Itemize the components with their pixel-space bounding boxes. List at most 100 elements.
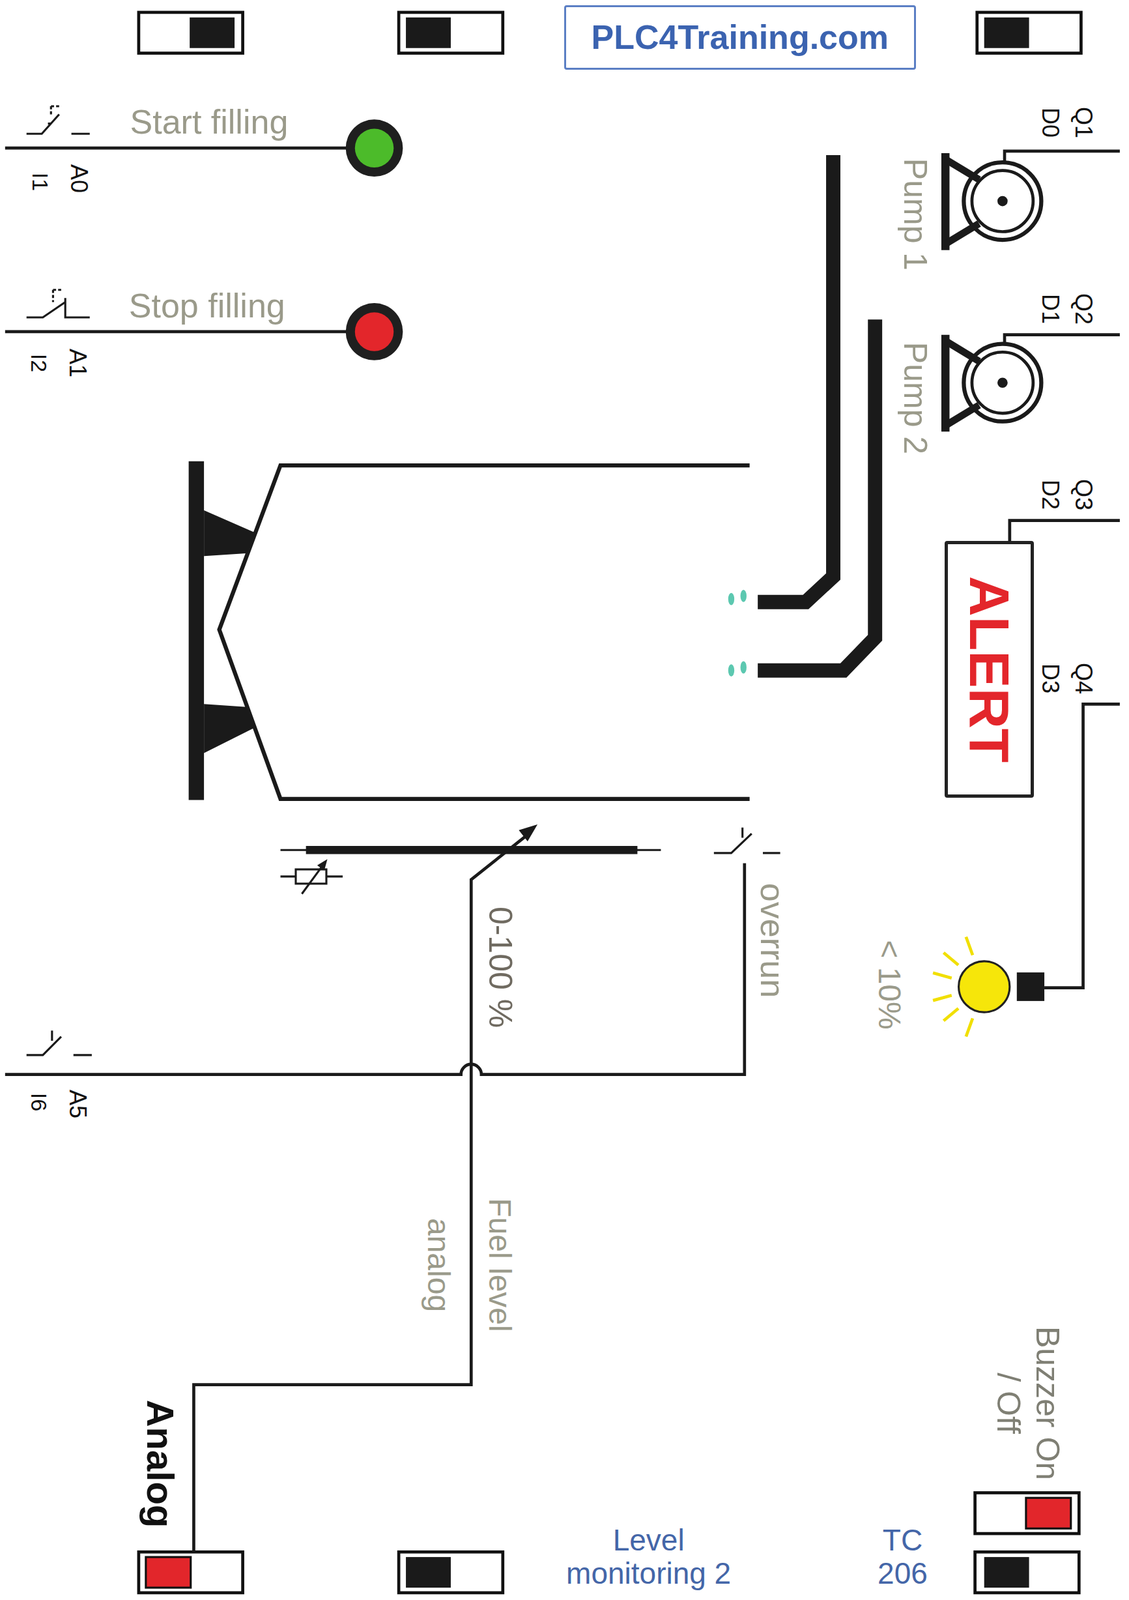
switch-label: Analog [138, 1399, 182, 1528]
mode-switch [977, 12, 1082, 54]
warning-lamp [958, 960, 1010, 1012]
contact-symbol [714, 833, 781, 853]
logo-text: PLC4Training.com [590, 18, 889, 57]
alert-text: ALERT [958, 575, 1021, 763]
start-button [355, 128, 394, 167]
pump-label: Pump 1 [895, 158, 934, 271]
alert-box: ALERT [944, 540, 1034, 799]
mode-switch [189, 17, 235, 49]
pump-symbol [971, 170, 1034, 232]
start-button [345, 119, 404, 177]
input-wire [5, 147, 350, 332]
card-title: Level monitoring 2 [555, 1523, 742, 1589]
terminal-name: A5 [63, 1089, 91, 1118]
mode-switch [398, 1551, 503, 1593]
fuel-drops [740, 661, 747, 674]
analog-wire [518, 824, 538, 842]
terminal-name: D0 [1037, 107, 1064, 138]
sensor-label: overrun [752, 882, 792, 998]
contact-symbol [741, 827, 744, 838]
lamp-label: < 10% [871, 939, 908, 1029]
analog-switch [138, 1551, 243, 1593]
stop-button [345, 302, 404, 361]
terminal-name: Q2 [1069, 293, 1097, 325]
contact-symbol [26, 114, 90, 134]
contact-symbol [50, 1029, 53, 1041]
level-potentiometer [317, 858, 328, 870]
terminal-name: D1 [1037, 293, 1064, 324]
mode-switch [398, 12, 503, 54]
fuel-drops [728, 592, 735, 606]
terminal-name: D2 [1037, 479, 1064, 510]
buzzer-switch [975, 1491, 1080, 1533]
pump-symbol [1004, 151, 1120, 164]
output-wire [1044, 703, 1120, 987]
card-number: TC 206 [869, 1523, 936, 1589]
warning-lamp [932, 936, 973, 1036]
mode-switch [975, 1551, 1080, 1593]
fuel-drops [728, 589, 747, 677]
pump-symbol [945, 340, 980, 426]
mode-switch [138, 12, 243, 54]
input-wire [5, 146, 350, 150]
tank [188, 461, 204, 801]
mode-switch [977, 12, 1082, 54]
terminal-name: A0 [65, 164, 92, 193]
range-label: 0-100 % [480, 906, 519, 1028]
terminal-name: I1 [27, 171, 53, 191]
warning-lamp [943, 1007, 959, 1021]
signal-label: Fuel level analog [408, 1177, 531, 1353]
terminal-name: Q1 [1069, 106, 1097, 139]
contact-symbol [48, 106, 60, 124]
buzzer-switch [1026, 1497, 1072, 1528]
pump-symbol [997, 377, 1008, 388]
overrun-wire [5, 863, 745, 1075]
fill-pipe [757, 155, 834, 602]
mode-switch [984, 17, 1030, 49]
mode-switch [398, 12, 503, 54]
fill-pipe [757, 155, 875, 671]
fill-pipe [757, 319, 875, 671]
terminal-name: Q3 [1069, 478, 1097, 511]
level-potentiometer [306, 845, 638, 855]
tank [203, 703, 255, 753]
fuel-drops [728, 663, 735, 677]
terminal-name: I6 [26, 1092, 52, 1111]
mode-switch [405, 17, 451, 49]
pump-symbol [941, 334, 950, 432]
level-potentiometer [280, 848, 662, 851]
button-label: Start filling [130, 102, 289, 143]
tank [219, 465, 750, 799]
warning-lamp [1016, 971, 1045, 1001]
analog-wire [193, 824, 538, 1552]
stop-button [345, 302, 404, 361]
contact-symbol [26, 1036, 92, 1055]
analog-switch [145, 1556, 191, 1587]
mode-switch [138, 12, 243, 54]
pump-symbol [941, 153, 950, 251]
pump-symbol [1004, 334, 1120, 346]
analog-switch [138, 1551, 243, 1593]
pump-symbol [945, 151, 1120, 251]
pump-symbol [971, 351, 1034, 414]
warning-lamp [932, 936, 1045, 1036]
pump-symbol [945, 158, 980, 244]
tank [203, 510, 255, 556]
mode-switch [405, 1556, 451, 1587]
logo-box: PLC4Training.com [564, 5, 916, 70]
tank [188, 461, 750, 801]
terminal-name: Q4 [1069, 662, 1097, 694]
contact-symbol [26, 106, 781, 1055]
warning-lamp [932, 972, 952, 978]
mode-switch [398, 1551, 503, 1593]
start-button [345, 119, 404, 177]
pump-symbol [945, 334, 1120, 432]
stop-button [355, 312, 394, 351]
terminal-name: I2 [26, 353, 52, 372]
terminal-name: D3 [1037, 663, 1064, 694]
mode-switch [984, 1556, 1030, 1587]
warning-lamp [966, 1018, 973, 1037]
pump-label: Pump 2 [895, 341, 934, 454]
buzzer-switch [975, 1491, 1080, 1533]
